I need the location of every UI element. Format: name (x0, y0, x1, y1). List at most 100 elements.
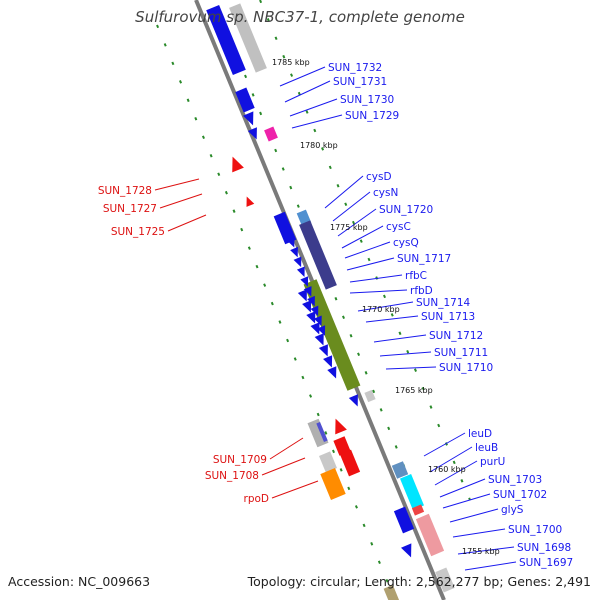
gene-block (391, 461, 409, 479)
kbp-label: 1785 kbp (272, 58, 310, 67)
callout-line (349, 289, 408, 294)
gene-label: SUN_1717 (397, 253, 451, 265)
gene-label: cysD (366, 171, 392, 183)
callout-line (457, 546, 515, 555)
gene-block (400, 474, 424, 510)
callout-line (464, 561, 517, 571)
gene-block (206, 5, 246, 75)
gene-label: SUN_1711 (434, 347, 488, 359)
gene-block (339, 449, 361, 477)
gene-label: cysC (386, 221, 411, 233)
gene-arrow (313, 315, 322, 326)
callout-line (346, 257, 395, 271)
kbp-label: 1770 kbp (362, 305, 400, 314)
callout-line (365, 315, 419, 323)
gene-block (229, 3, 267, 73)
callout-line (385, 366, 437, 370)
gene-label: SUN_1700 (508, 524, 562, 536)
gene-label: leuB (475, 442, 498, 454)
gene-arrow (246, 196, 255, 207)
gene-block (435, 567, 455, 593)
callout-line (279, 66, 326, 87)
gene-label: SUN_1703 (488, 474, 542, 486)
gene-block (299, 220, 337, 290)
callout-line (154, 178, 200, 191)
kbp-label: 1760 kbp (428, 465, 466, 474)
callout-line (261, 457, 306, 476)
gene-arrow (293, 256, 302, 268)
gene-label: SUN_1702 (493, 489, 547, 501)
callout-line (337, 208, 377, 237)
gene-block (415, 513, 445, 557)
gene-label: SUN_1697 (519, 557, 573, 569)
gene-label: SUN_1708 (205, 470, 259, 482)
gene-arrow (290, 246, 298, 258)
gene-label: SUN_1732 (328, 62, 382, 74)
callout-line (332, 191, 371, 222)
gene-block (411, 504, 425, 516)
kbp-label: 1755 kbp (462, 547, 500, 556)
callout-line (373, 334, 427, 343)
gene-arrow (247, 127, 257, 140)
gene-arrow (286, 237, 295, 248)
tick-marks (156, 0, 471, 601)
gene-arrow (296, 266, 305, 277)
gene-label: SUN_1714 (416, 297, 470, 309)
gene-arrow (300, 276, 309, 287)
gene-features (206, 3, 455, 604)
callout-line (429, 446, 473, 473)
callout-line (349, 274, 403, 283)
gene-arrow (302, 300, 312, 313)
callout-line (269, 437, 304, 460)
callout-line (423, 432, 466, 457)
genome-stats-text: Topology: circular; Length: 2,562,277 bp… (247, 574, 591, 589)
gene-block (264, 126, 278, 142)
kbp-label: 1775 kbp (330, 223, 368, 232)
gene-arrow (232, 156, 244, 173)
gene-arrow (327, 366, 337, 379)
gene-arrow (306, 311, 316, 324)
gene-label: SUN_1729 (345, 110, 399, 122)
gene-label: cysN (373, 187, 398, 199)
gene-label: glyS (501, 504, 524, 516)
callout-line (291, 114, 343, 129)
gene-arrow (335, 418, 347, 435)
callout-line (449, 508, 499, 523)
tick-track-inner-right (244, 74, 431, 531)
gene-block (333, 436, 351, 456)
gene-label: rpoD (244, 493, 270, 505)
gene-block (393, 506, 415, 534)
callout-line (452, 528, 506, 538)
gene-label: SUN_1728 (98, 185, 152, 197)
callout-line (324, 175, 364, 209)
gene-block (320, 468, 346, 500)
gene-arrow (348, 394, 358, 407)
callout-line (379, 351, 432, 357)
callout-line (289, 98, 338, 117)
callout-line (439, 478, 486, 498)
gene-callouts: SUN_1732SUN_1731SUN_1730SUN_1729cysDcysN… (98, 62, 573, 571)
gene-arrow (310, 322, 320, 335)
callout-line (167, 214, 207, 232)
gene-label: rfbD (410, 285, 433, 297)
gene-block (235, 87, 255, 113)
kbp-label: 1765 kbp (395, 386, 433, 395)
gene-label: SUN_1725 (111, 226, 165, 238)
gene-arrow (310, 305, 319, 317)
gene-arrow (303, 286, 312, 297)
callout-line (434, 460, 478, 486)
gene-arrow (242, 111, 254, 126)
gene-label: SUN_1720 (379, 204, 433, 216)
map-title: Sulfurovum sp. NBC37-1, complete genome (135, 8, 465, 26)
gene-arrow (297, 289, 307, 302)
callout-line (344, 241, 391, 259)
gene-label: SUN_1709 (213, 454, 267, 466)
gene-label: SUN_1712 (429, 330, 483, 342)
gene-arrow (318, 344, 328, 357)
gene-block (316, 422, 328, 442)
callout-line (357, 301, 414, 312)
gene-arrow (400, 543, 412, 558)
